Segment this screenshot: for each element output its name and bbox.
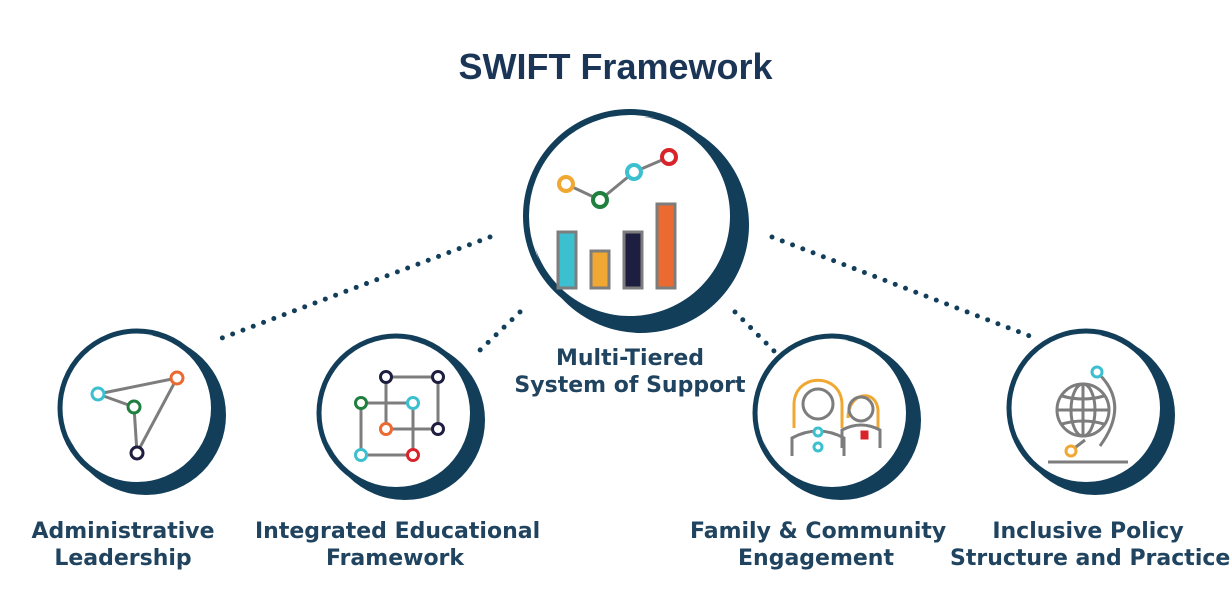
center-node: [523, 109, 749, 333]
admin-leadership-line2: Leadership: [54, 546, 192, 571]
admin-leadership-node: [57, 328, 226, 495]
inclusive-policy-line2: Structure and Practice: [950, 546, 1231, 571]
connector-policy: [769, 234, 1038, 341]
connector-lines: [219, 234, 1038, 355]
integrated-framework-line2: Framework: [325, 546, 465, 571]
grid-squares-icon: [354, 370, 445, 462]
family-engagement-line1: Family & Community: [690, 519, 947, 544]
family-engagement-label: Family & Community Engagement: [690, 518, 947, 572]
integrated-framework-line1: Integrated Educational: [255, 519, 541, 544]
globe-icon: [1048, 365, 1128, 464]
inclusive-policy-line1: Inclusive Policy: [992, 519, 1184, 544]
integrated-framework-label: Integrated Educational Framework: [255, 518, 541, 572]
center-label-line1: Multi-Tiered: [555, 346, 705, 371]
network-triangle-icon: [90, 370, 185, 461]
inclusive-policy-label: Inclusive Policy Structure and Practice: [950, 518, 1231, 572]
family-engagement-line2: Engagement: [738, 546, 894, 571]
family-engagement-node: [752, 333, 921, 500]
integrated-framework-node: [316, 333, 485, 500]
bar-line-chart-icon: [556, 148, 678, 290]
connector-family: [732, 309, 778, 355]
admin-leadership-label: Administrative Leadership: [10, 518, 236, 572]
center-label: Multi-Tiered System of Support: [500, 345, 760, 399]
admin-leadership-line1: Administrative: [31, 519, 215, 544]
connector-integrated: [475, 309, 523, 355]
family-people-icon: [790, 378, 882, 456]
connector-admin: [219, 234, 493, 341]
center-label-line2: System of Support: [514, 373, 746, 398]
diagram-title: SWIFT Framework: [458, 46, 773, 87]
inclusive-policy-node: [1006, 328, 1175, 495]
